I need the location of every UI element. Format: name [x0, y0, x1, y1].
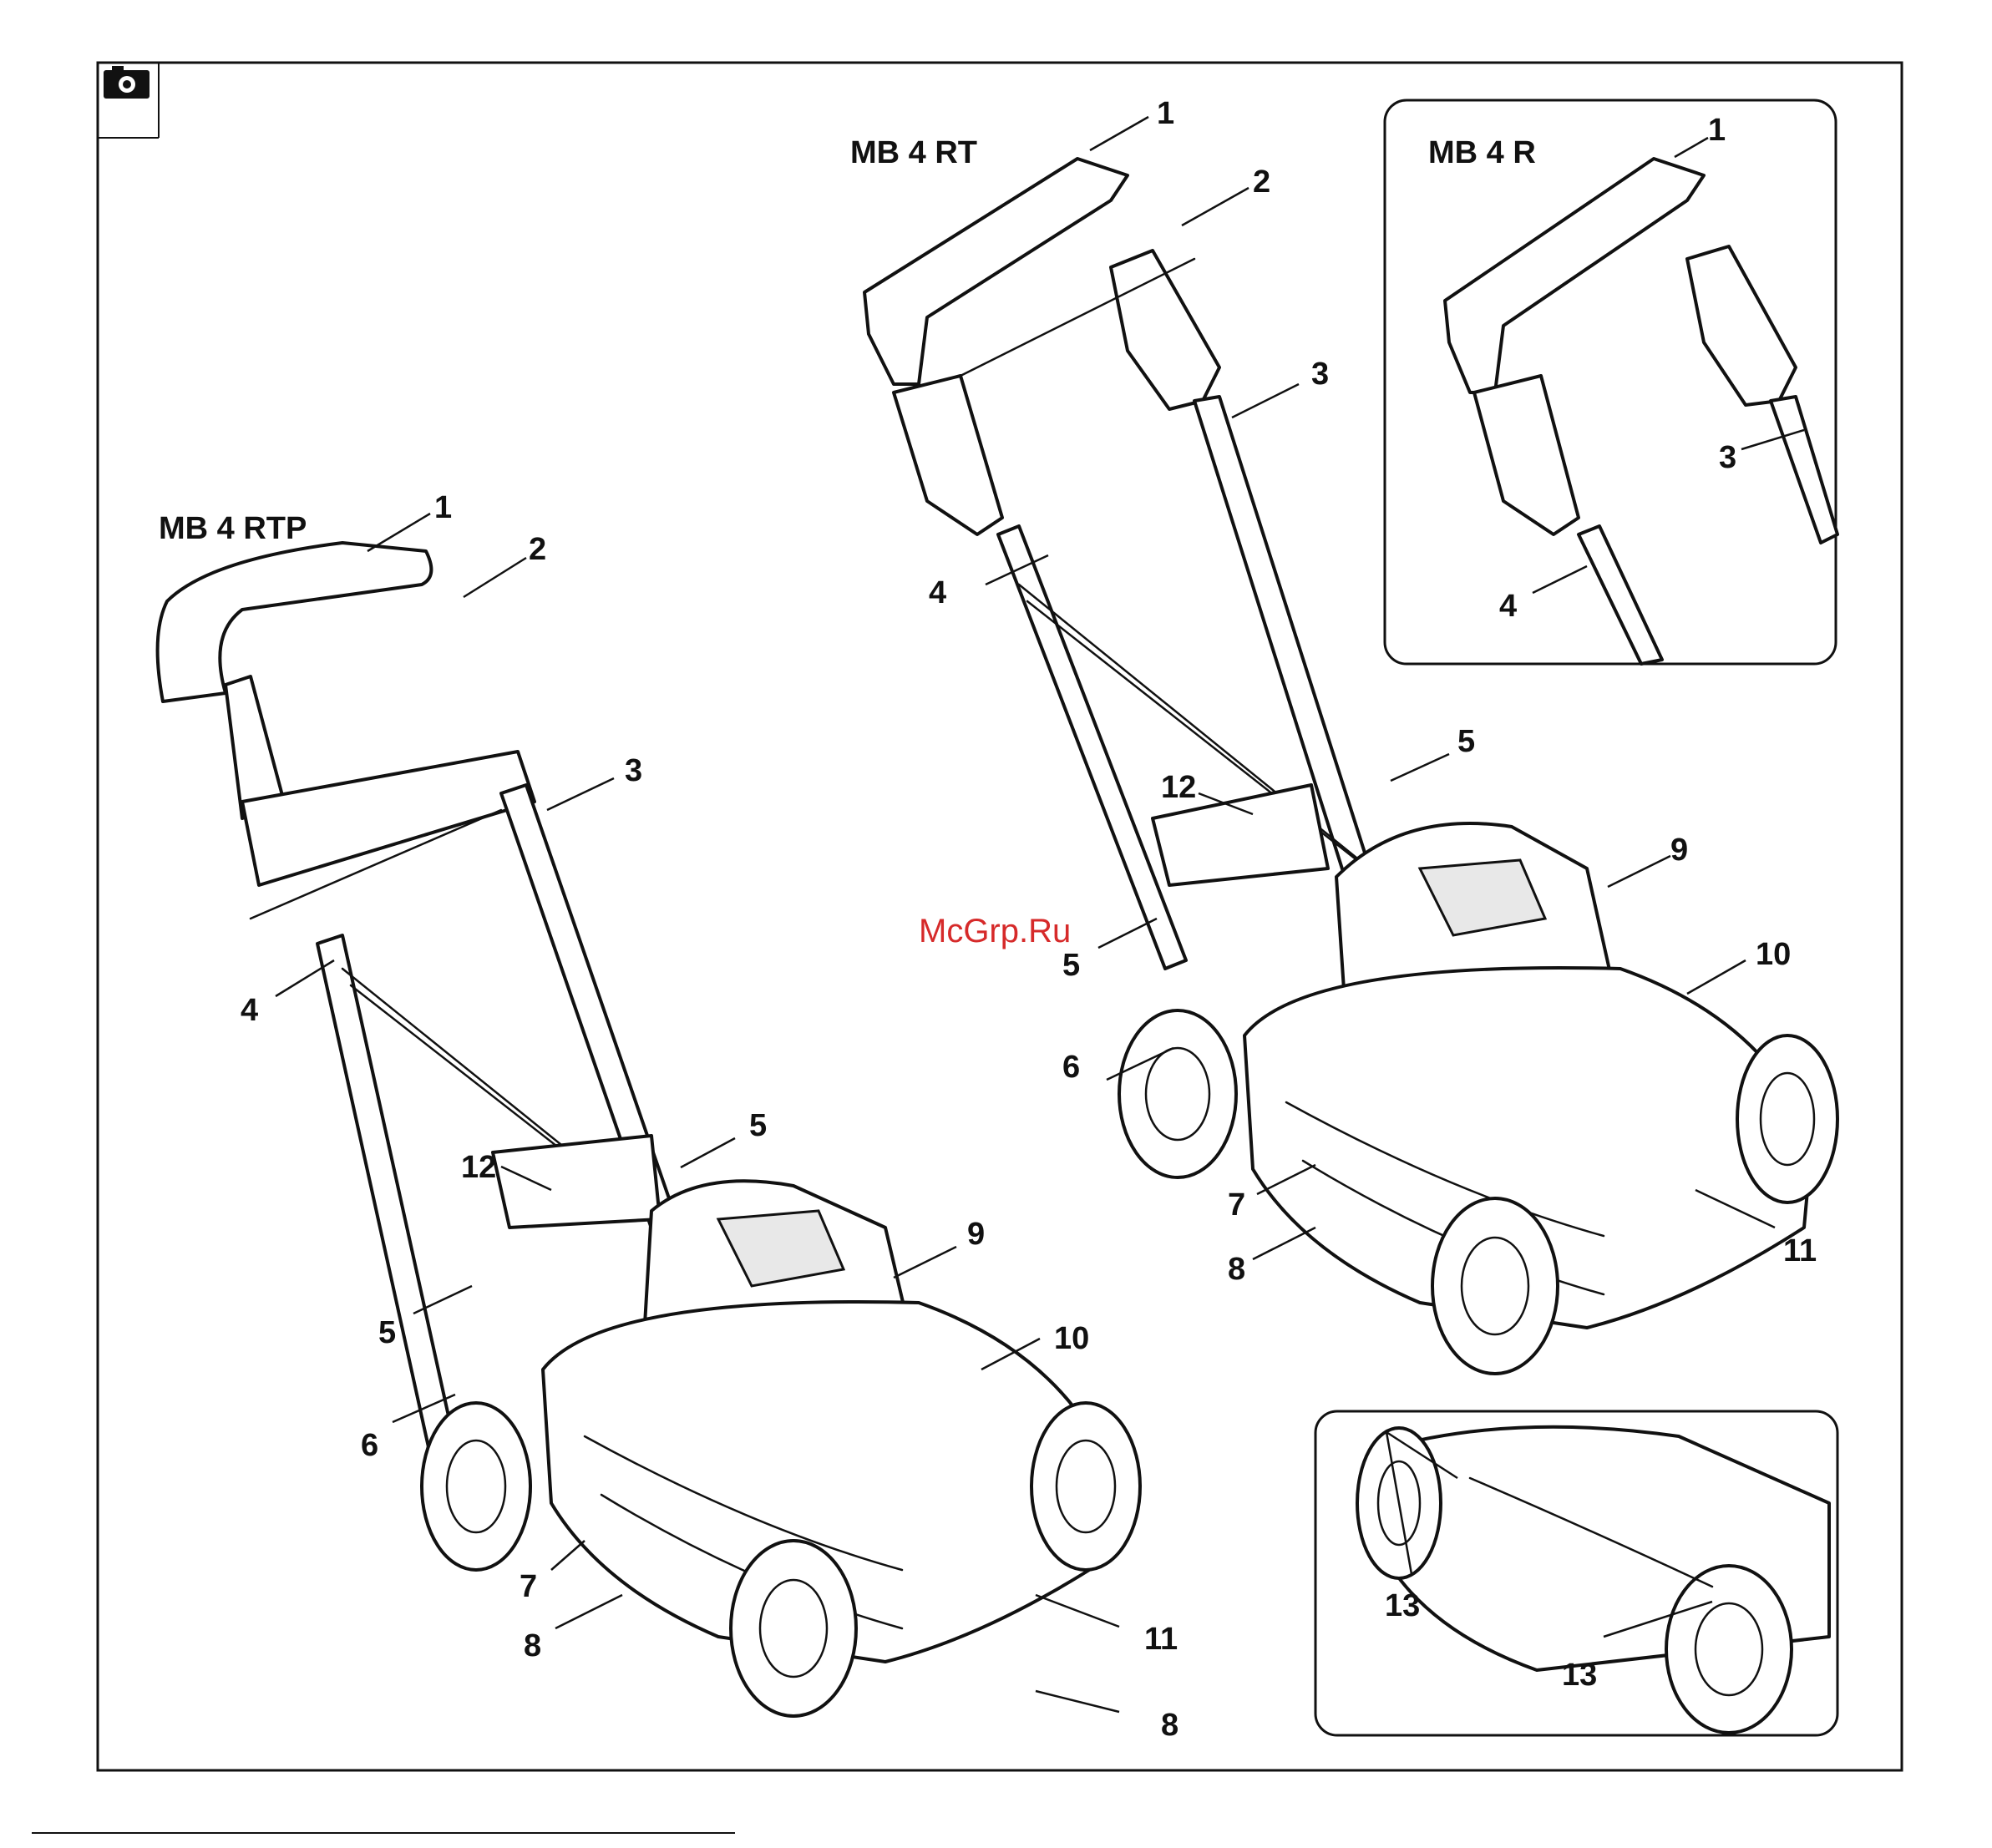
callout-label: 8	[524, 1628, 541, 1663]
model-label-mb4rtp: MB 4 RTP	[159, 511, 307, 546]
callout-label: 1	[1157, 96, 1174, 131]
callout-label: 3	[625, 753, 642, 788]
callout-label: 8	[1161, 1708, 1178, 1743]
callout-label: 10	[1756, 937, 1791, 972]
callout-label: 11	[1144, 1622, 1178, 1657]
callout-label: 3	[1311, 357, 1329, 392]
callout-label: 6	[361, 1428, 378, 1463]
callout-label: 4	[929, 575, 946, 610]
callout-label: 1	[434, 490, 452, 525]
callout-label: 4	[1499, 589, 1517, 624]
callout-label: 5	[1062, 948, 1080, 983]
callout-label: 11	[1783, 1233, 1817, 1268]
callout-label: 9	[967, 1217, 985, 1252]
callout-label: 10	[1054, 1321, 1089, 1356]
callout-label: 5	[749, 1108, 767, 1143]
mower-mb4rt	[864, 159, 1837, 1374]
watermark: McGrp.Ru	[919, 913, 1071, 949]
camera-icon	[104, 66, 150, 99]
model-label-mb4r: MB 4 R	[1428, 135, 1536, 170]
callout-label: 2	[1253, 165, 1270, 200]
callout-label: 7	[520, 1569, 537, 1604]
callout-label: 4	[241, 993, 258, 1028]
callout-label: 5	[1457, 724, 1475, 759]
callout-label: 3	[1719, 440, 1736, 475]
model-label-mb4rt: MB 4 RT	[850, 135, 977, 170]
callout-label: 13	[1562, 1658, 1597, 1693]
callout-label: 9	[1670, 833, 1688, 868]
mower-mb4rtp	[158, 543, 1140, 1716]
callout-label: 5	[378, 1315, 396, 1350]
callout-label: 8	[1228, 1252, 1245, 1287]
callout-label: 1	[1708, 113, 1726, 148]
callout-label: 13	[1385, 1588, 1420, 1623]
callout-label: 6	[1062, 1050, 1080, 1085]
callout-label: 12	[1161, 770, 1196, 805]
callout-label: 2	[529, 532, 546, 567]
callout-label: 12	[461, 1150, 496, 1185]
callout-label: 7	[1228, 1187, 1245, 1223]
